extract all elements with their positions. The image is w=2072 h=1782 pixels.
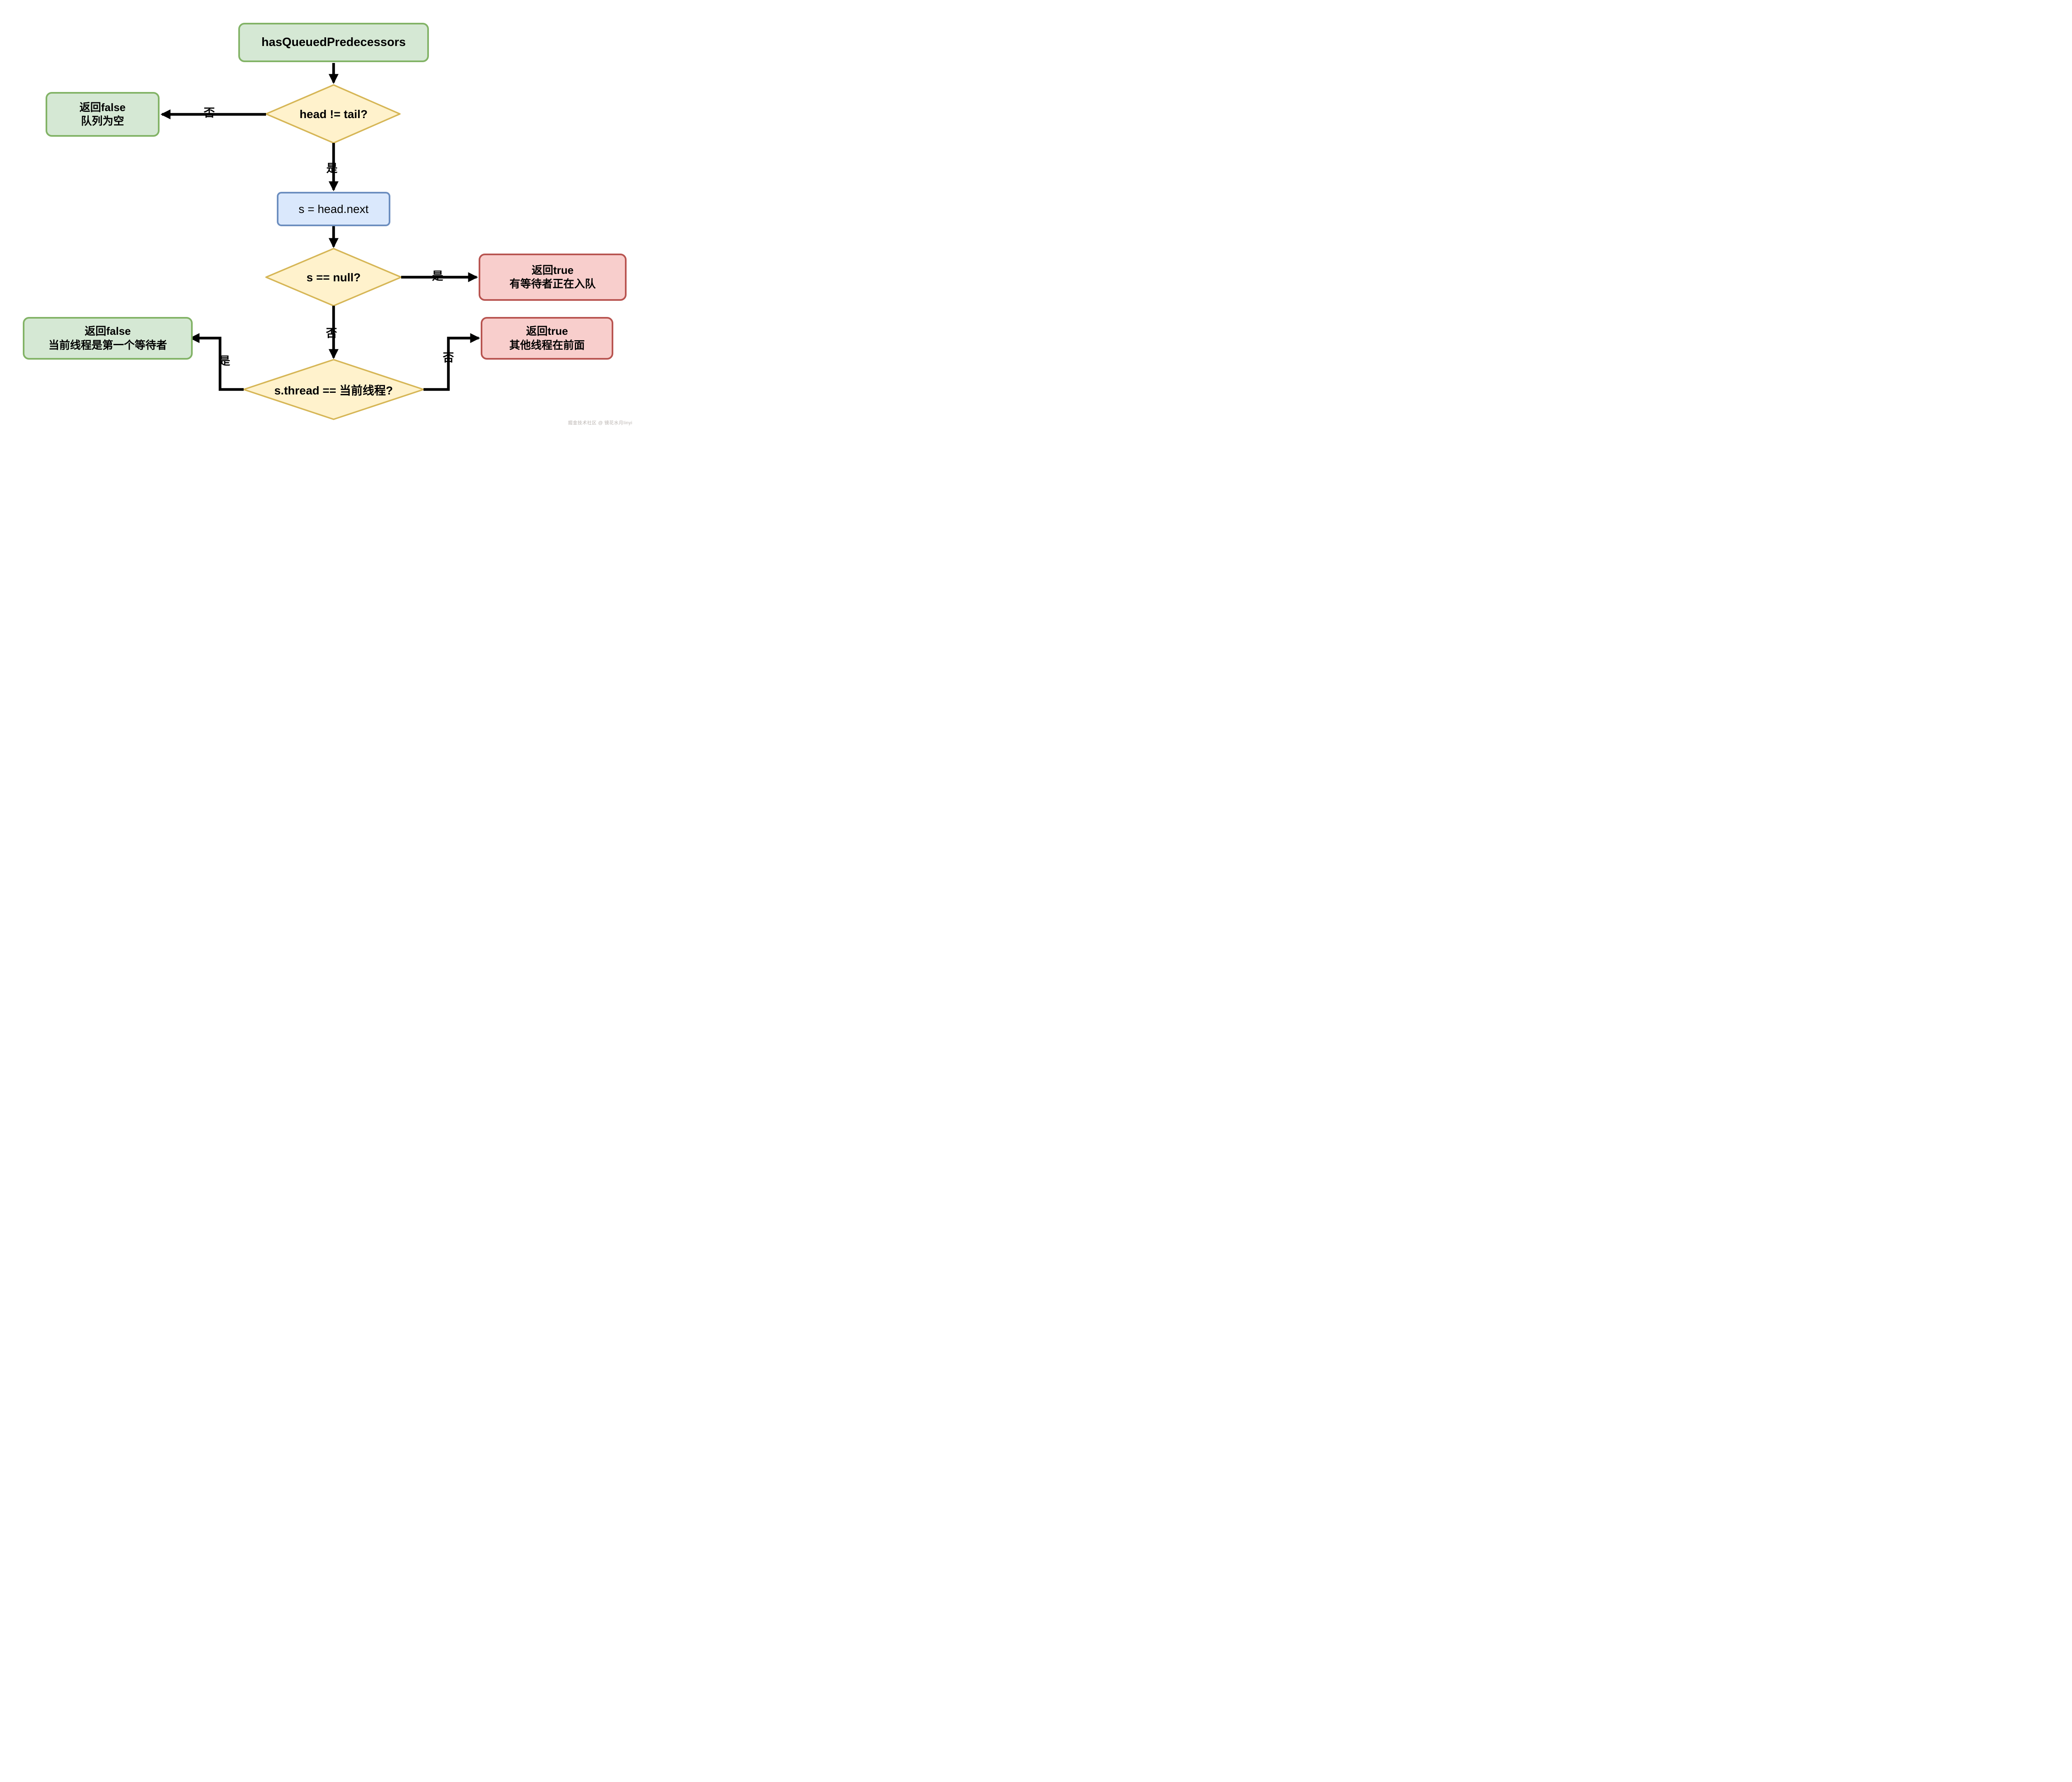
- terminal-return-true-waiter-enqueuing: 返回true 有等待者正在入队: [479, 254, 627, 301]
- edge-label-s-null-no: 否: [326, 327, 337, 340]
- terminal-return-true-others-ahead: 返回true 其他线程在前面: [481, 317, 613, 360]
- return-true-label: 返回true: [526, 325, 568, 338]
- decision-s-null-label: s == null?: [306, 271, 361, 284]
- return-true-label: 返回true: [531, 264, 574, 276]
- start-node: hasQueuedPredecessors: [238, 23, 429, 62]
- terminal-return-false-queue-empty: 返回false 队列为空: [46, 92, 160, 137]
- process-s-head-next: s = head.next: [277, 192, 390, 226]
- decision-s-thread-label: s.thread == 当前线程?: [274, 384, 393, 397]
- waiter-enqueuing-label: 有等待者正在入队: [509, 278, 596, 290]
- connector-s-thread-no: [424, 333, 480, 391]
- decision-s-thread-shape: [243, 359, 424, 420]
- edge-label-s-thread-no: 否: [443, 351, 454, 364]
- return-false-label: 返回false: [79, 101, 126, 114]
- first-waiter-label: 当前线程是第一个等待者: [48, 339, 167, 351]
- decision-head-tail-label: head != tail?: [299, 108, 368, 121]
- start-node-label: hasQueuedPredecessors: [261, 35, 406, 49]
- watermark: 掘金技术社区 @ 镜花水月linyi: [568, 421, 632, 426]
- queue-empty-label: 队列为空: [81, 115, 124, 127]
- terminal-return-false-first-waiter: 返回false 当前线程是第一个等待者: [23, 317, 193, 360]
- flowchart-canvas: hasQueuedPredecessors 返回false 队列为空 s = h…: [0, 0, 656, 445]
- edge-label-s-null-yes: 是: [432, 270, 443, 283]
- edge-label-head-tail-yes: 是: [326, 162, 338, 175]
- connector-layer: [160, 63, 480, 420]
- return-false-label: 返回false: [85, 325, 131, 338]
- edge-label-head-tail-no: 否: [203, 106, 215, 119]
- others-ahead-label: 其他线程在前面: [509, 339, 585, 351]
- connector-s-thread-yes: [189, 333, 244, 391]
- assign-s-label: s = head.next: [298, 202, 369, 215]
- edge-label-s-thread-yes: 是: [219, 355, 230, 368]
